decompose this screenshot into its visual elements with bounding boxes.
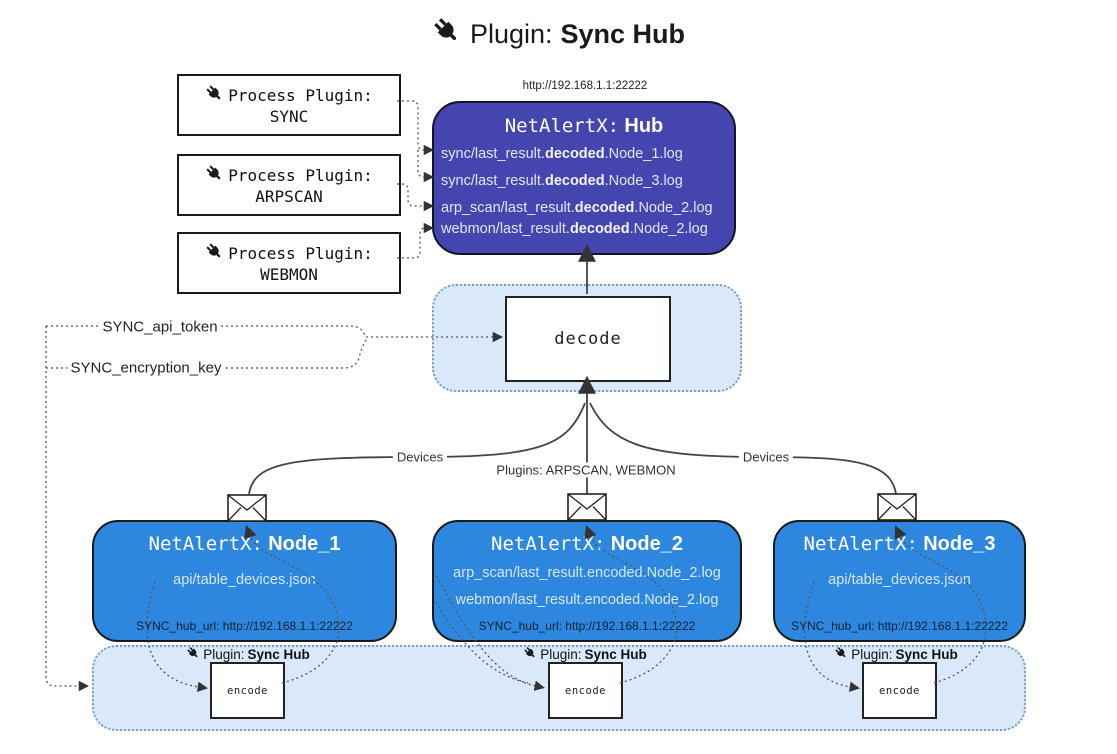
process-plugin-label: Process Plugin: bbox=[228, 86, 373, 105]
encoder-label: Plugin: Sync Hub bbox=[523, 646, 647, 663]
node-hub-url: SYNC_hub_url: http://192.168.1.1:22222 bbox=[136, 619, 353, 633]
plug-icon bbox=[205, 164, 224, 187]
process-plugin-arpscan: Process Plugin: ARPSCAN bbox=[177, 154, 401, 216]
process-plugin-name: SYNC bbox=[269, 107, 309, 126]
envelope-icon bbox=[877, 493, 917, 526]
node-1-box: NetAlertX: Node_1 api/table_devices.json… bbox=[92, 520, 397, 642]
encode-box: encode bbox=[210, 662, 285, 719]
process-plugin-label: Process Plugin: bbox=[228, 244, 373, 263]
node-3-box: NetAlertX: Node_3 api/table_devices.json… bbox=[773, 520, 1026, 642]
hub-log-line: sync/last_result.decoded.Node_3.log bbox=[441, 173, 683, 189]
plug-icon bbox=[834, 646, 848, 663]
hub-box: NetAlertX: Hub sync/last_result.decoded.… bbox=[432, 101, 736, 255]
node-file: api/table_devices.json bbox=[173, 572, 316, 588]
node-hub-url: SYNC_hub_url: http://192.168.1.1:22222 bbox=[478, 619, 696, 633]
node-title: NetAlertX: Node_2 bbox=[491, 533, 683, 555]
hub-title: NetAlertX: Hub bbox=[504, 115, 664, 137]
edge-label-plugins: Plugins: ARPSCAN, WEBMON bbox=[492, 462, 680, 478]
page-title: Plugin: Sync Hub bbox=[0, 16, 1117, 53]
node-title: NetAlertX: Node_3 bbox=[803, 533, 996, 555]
edge-label-devices-right: Devices bbox=[738, 449, 794, 465]
hub-log-line: sync/last_result.decoded.Node_1.log bbox=[441, 146, 683, 162]
sync-encryption-key-label: SYNC_encryption_key bbox=[67, 359, 225, 377]
process-plugin-name: ARPSCAN bbox=[255, 187, 323, 206]
encode-box: encode bbox=[862, 662, 937, 719]
process-plugin-name: WEBMON bbox=[260, 265, 318, 284]
encoder-label: Plugin: Sync Hub bbox=[834, 646, 958, 663]
encode-box: encode bbox=[548, 662, 623, 719]
encoder-label: Plugin: Sync Hub bbox=[186, 646, 310, 663]
node-title: NetAlertX: Node_1 bbox=[148, 533, 341, 555]
process-plugin-webmon: Process Plugin: WEBMON bbox=[177, 232, 401, 294]
envelope-icon bbox=[227, 494, 267, 527]
node-hub-url: SYNC_hub_url: http://192.168.1.1:22222 bbox=[791, 619, 1008, 633]
envelope-icon bbox=[567, 493, 607, 526]
node-2-box: NetAlertX: Node_2 arp_scan/last_result.e… bbox=[432, 520, 742, 642]
node-file: arp_scan/last_result.encoded.Node_2.log bbox=[453, 565, 721, 581]
title-name: Sync Hub bbox=[560, 19, 686, 49]
edge-label-devices-left: Devices bbox=[392, 449, 448, 465]
hub-log-line: arp_scan/last_result.decoded.Node_2.log bbox=[441, 200, 713, 216]
plug-icon bbox=[432, 16, 462, 53]
plug-icon bbox=[205, 242, 224, 265]
decode-box: decode bbox=[505, 296, 671, 382]
hub-log-line: webmon/last_result.decoded.Node_2.log bbox=[441, 221, 708, 237]
hub-url-label: http://192.168.1.1:22222 bbox=[522, 80, 648, 92]
process-plugin-label: Process Plugin: bbox=[228, 166, 373, 185]
process-plugin-sync: Process Plugin: SYNC bbox=[177, 74, 401, 136]
sync-api-token-label: SYNC_api_token bbox=[99, 318, 221, 336]
title-prefix: Plugin: bbox=[469, 19, 553, 49]
plug-icon bbox=[205, 84, 224, 107]
node-file: api/table_devices.json bbox=[828, 572, 971, 588]
plug-icon bbox=[523, 646, 537, 663]
node-file: webmon/last_result.encoded.Node_2.log bbox=[455, 592, 719, 608]
plug-icon bbox=[186, 646, 200, 663]
